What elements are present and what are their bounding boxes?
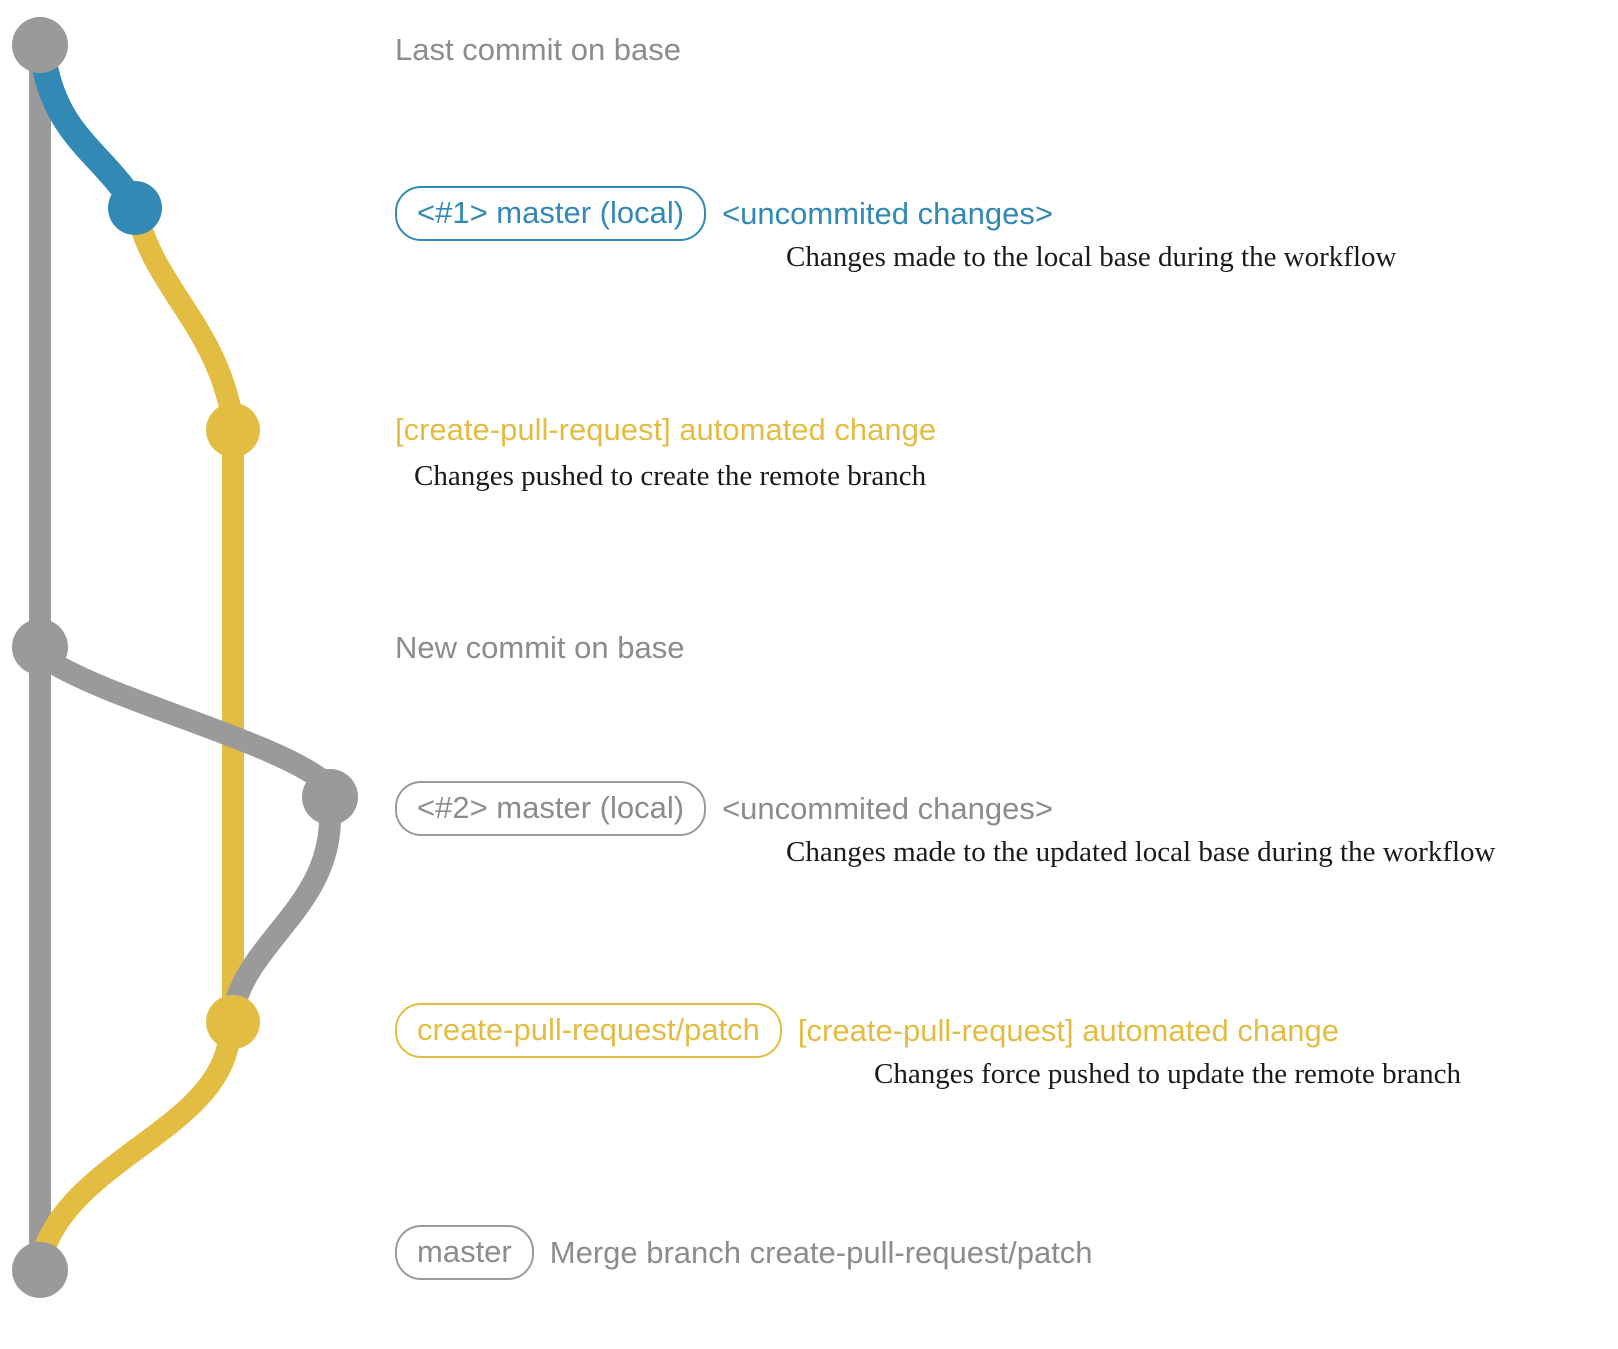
annotation-new-commit-on-base: New commit on base — [395, 632, 684, 663]
commit-title: New commit on base — [395, 630, 685, 665]
commit-title: Merge branch create-pull-request/patch — [549, 1235, 1093, 1270]
commit-title: <uncommited changes> — [722, 196, 1053, 231]
annotation-subtext-master-local-1: Changes made to the local base during th… — [786, 241, 1397, 273]
annotation-last-commit-on-base: Last commit on base — [395, 34, 681, 65]
annotation-subtext-automated-change-1: Changes pushed to create the remote bran… — [414, 460, 927, 492]
commit-node-local-1[interactable] — [108, 181, 162, 235]
commit-node-base-new[interactable] — [12, 619, 68, 675]
ref-badge-master-local-1[interactable]: <#1> master (local) — [395, 186, 707, 241]
annotation-merge-commit: master Merge branch create-pull-request/… — [395, 1225, 1093, 1280]
commit-title: Last commit on base — [395, 32, 682, 67]
branch-line-gray-to-patch2 — [223, 807, 341, 1019]
commit-node-patch-2[interactable] — [206, 995, 260, 1049]
git-graph — [0, 0, 390, 1344]
commit-title: [create-pull-request] automated change — [797, 1013, 1340, 1048]
commit-node-merge-head[interactable] — [12, 1242, 68, 1298]
headline: [create-pull-request] automated change — [395, 414, 936, 445]
ref-badge-master[interactable]: master — [395, 1225, 534, 1280]
headline: <#1> master (local) <uncommited changes> — [395, 186, 1053, 241]
branch-line-amber-merge — [31, 1029, 240, 1267]
annotation-subtext-master-local-2: Changes made to the updated local base d… — [786, 836, 1496, 868]
commit-title: <uncommited changes> — [722, 791, 1053, 826]
ref-badge-master-local-2[interactable]: <#2> master (local) — [395, 781, 707, 836]
headline: create-pull-request/patch [create-pull-r… — [395, 1003, 1339, 1058]
branch-line-gray-local2 — [37, 649, 333, 791]
headline: master Merge branch create-pull-request/… — [395, 1225, 1093, 1280]
headline: <#2> master (local) <uncommited changes> — [395, 781, 1053, 836]
commit-node-patch-1[interactable] — [206, 403, 260, 457]
commit-node-base-head[interactable] — [12, 17, 68, 73]
git-graph-svg — [12, 17, 358, 1298]
annotation-automated-change-2: create-pull-request/patch [create-pull-r… — [395, 1003, 1339, 1058]
branch-line-amber-patch1 — [129, 213, 242, 423]
annotation-subtext-automated-change-2: Changes force pushed to update the remot… — [874, 1058, 1462, 1090]
branch-line-blue-local1 — [31, 49, 139, 205]
headline: Last commit on base — [395, 34, 681, 65]
ref-badge-create-pull-request-patch[interactable]: create-pull-request/patch — [395, 1003, 782, 1058]
headline: New commit on base — [395, 632, 684, 663]
annotation-master-local-2: <#2> master (local) <uncommited changes> — [395, 781, 1053, 836]
commit-node-local-2[interactable] — [302, 769, 358, 825]
commit-title: [create-pull-request] automated change — [395, 412, 937, 447]
annotation-automated-change-1: [create-pull-request] automated change — [395, 414, 936, 445]
annotation-master-local-1: <#1> master (local) <uncommited changes> — [395, 186, 1053, 241]
